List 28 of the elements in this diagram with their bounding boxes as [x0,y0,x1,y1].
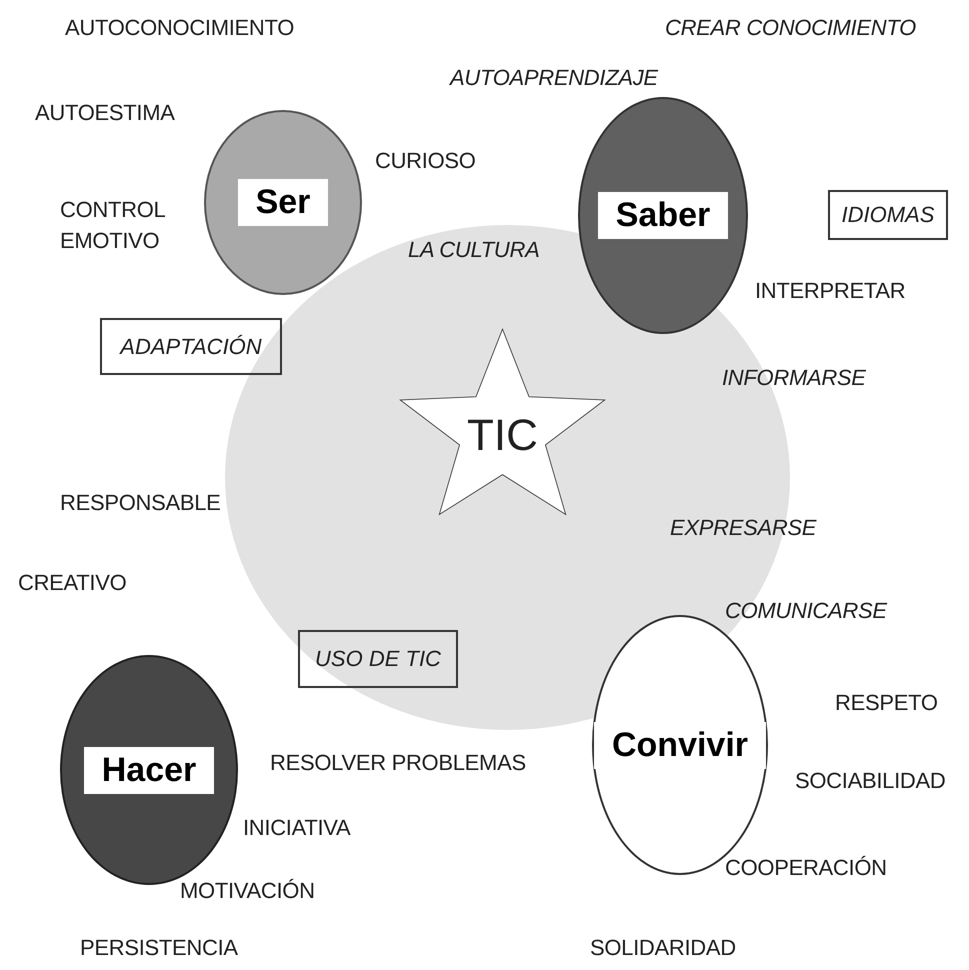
text-label: SOLIDARIDAD [590,935,736,961]
text-label: AUTOESTIMA [35,100,175,126]
text-label: EXPRESARSE [670,515,816,541]
text-label: COMUNICARSE [725,598,887,624]
text-label: AUTOCONOCIMIENTO [65,15,294,41]
text-label: AUTOAPRENDIZAJE [450,65,658,91]
text-label: LA CULTURA [408,237,540,263]
boxed-label: ADAPTACIÓN [100,318,282,375]
circle-label: Convivir [594,722,766,768]
text-label: CREAR CONOCIMIENTO [665,15,916,41]
text-label: INTERPRETAR [755,278,906,304]
text-label: RESPETO [835,690,938,716]
text-label: COOPERACIÓN [725,855,887,881]
circle-label: Ser [238,179,328,226]
text-label: CREATIVO [18,570,126,596]
circle-label: Hacer [84,746,214,794]
text-label: PERSISTENCIA [80,935,238,961]
text-label: CONTROL EMOTIVO [60,196,166,255]
text-label: CURIOSO [375,148,476,174]
boxed-label: IDIOMAS [828,190,948,240]
text-label: INICIATIVA [243,815,350,841]
text-label: SOCIABILIDAD [795,768,946,794]
text-label: MOTIVACIÓN [180,878,315,904]
text-label: RESOLVER PROBLEMAS [270,750,526,776]
circle-label: Saber [598,192,728,239]
text-label: INFORMARSE [722,365,866,391]
text-label: RESPONSABLE [60,490,221,516]
star-label: TIC [466,411,539,462]
